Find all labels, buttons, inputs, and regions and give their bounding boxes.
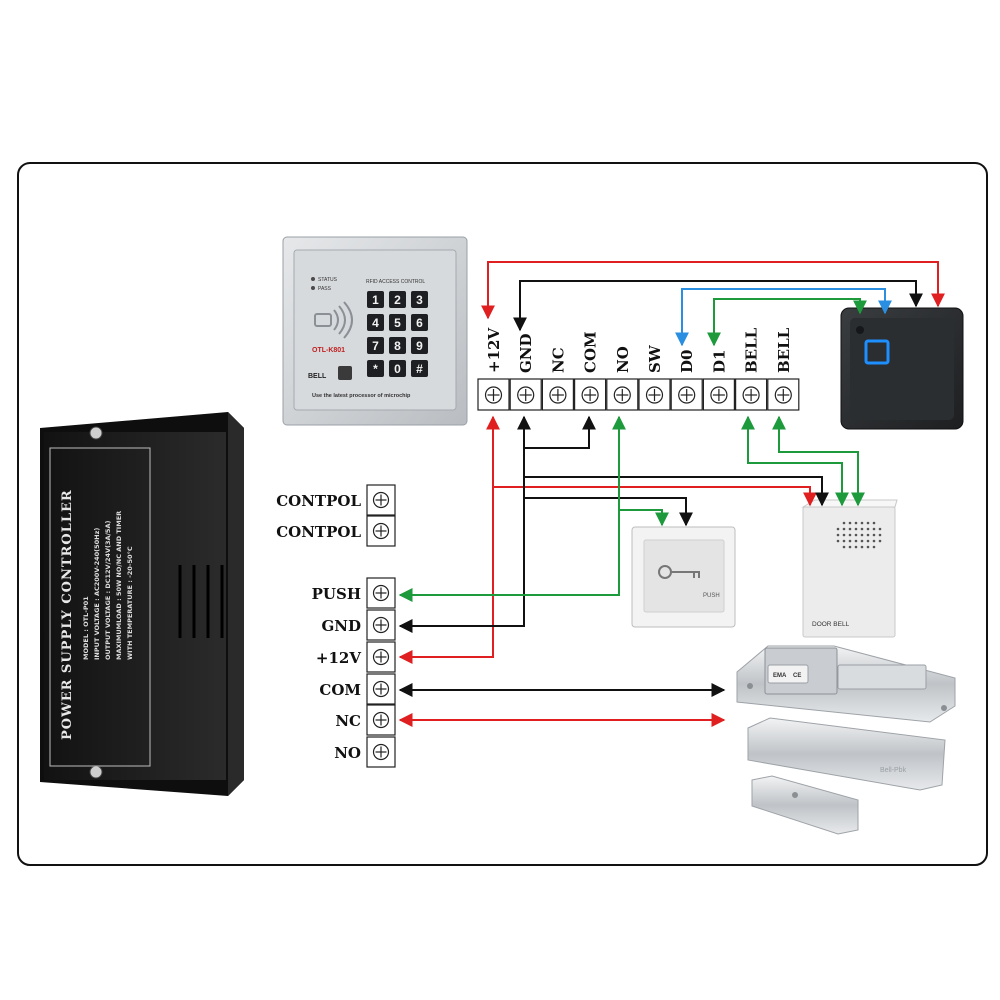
mag-lock-label: Bell-Pbk bbox=[880, 767, 907, 774]
keypad-key-label: 3 bbox=[416, 293, 423, 307]
magnetic-lock-device: Bell-Pbk bbox=[747, 717, 946, 835]
psu-terminal-block: CONTPOL CONTPOL PUSH GND +12V COM NC NO bbox=[276, 484, 396, 768]
keypad-key-label: 6 bbox=[416, 316, 423, 330]
keypad-key-label: 9 bbox=[416, 339, 423, 353]
exit-button-label: PUSH bbox=[703, 593, 720, 599]
terminal-label: NO bbox=[334, 744, 361, 762]
keypad-model: OTL-K801 bbox=[312, 347, 345, 354]
terminal-label: D1 bbox=[710, 350, 728, 373]
psu-spec-line: WITH TEMPERATURE : -20-50°C bbox=[126, 546, 134, 660]
wires bbox=[398, 261, 945, 727]
wire-reader-ground bbox=[513, 280, 923, 332]
terminal-label: CONTPOL bbox=[276, 492, 361, 510]
terminal-label: COM bbox=[582, 331, 600, 373]
keypad-key-label: * bbox=[373, 362, 378, 376]
screw-icon bbox=[747, 683, 753, 689]
terminal-label: COM bbox=[319, 681, 361, 699]
wire-reader-d1 bbox=[707, 298, 867, 347]
screw-icon bbox=[792, 792, 798, 798]
keypad-status-label: STATUS bbox=[318, 277, 338, 283]
screw-icon bbox=[89, 426, 103, 440]
keypad-key-label: 7 bbox=[372, 339, 379, 353]
keypad-key-label: 1 bbox=[372, 293, 379, 307]
keypad-device: STATUS PASS RFID ACCESS CONTROL OTL-K801… bbox=[282, 236, 468, 426]
psu-title: POWER SUPPLY CONTROLLER bbox=[60, 489, 75, 740]
terminal-label: CONTPOL bbox=[276, 523, 361, 541]
rfid-icon bbox=[314, 301, 353, 339]
keypad-key-label: 8 bbox=[394, 339, 401, 353]
keypad-footer: Use the latest processor of microchip bbox=[312, 393, 411, 399]
bolt-lock-device: EMA CE bbox=[736, 645, 956, 723]
terminal-label: NC bbox=[549, 347, 567, 373]
wire-no-to-exit bbox=[619, 509, 669, 527]
keypad-key bbox=[411, 314, 428, 331]
terminal-label: PUSH bbox=[312, 585, 361, 603]
keypad-key-label: 2 bbox=[394, 293, 401, 307]
wire-bell2-to-doorbell bbox=[772, 415, 865, 507]
terminal-label: NO bbox=[614, 346, 632, 373]
terminal-label: +12V bbox=[316, 649, 361, 667]
terminal-label: BELL bbox=[775, 327, 793, 373]
psu-spec-line: MAXIMUMLOAD : 50W NO/NC AND TIMER bbox=[115, 511, 123, 660]
terminal-label: NC bbox=[335, 712, 361, 730]
wire-reader-d0 bbox=[675, 288, 892, 347]
keypad-key bbox=[367, 291, 384, 308]
psu-spec-line: MODEL : OTL-P01 bbox=[82, 596, 90, 660]
psu-spec-line: INPUT VOLTAGE : AC200V-240(50Hz) bbox=[93, 528, 101, 660]
keypad-key-label: # bbox=[416, 362, 423, 376]
keypad-key bbox=[411, 291, 428, 308]
door-bell-label: DOOR BELL bbox=[812, 621, 850, 628]
door-bell-device: DOOR BELL bbox=[801, 499, 898, 638]
keypad-key bbox=[411, 337, 428, 354]
terminal-label: GND bbox=[517, 333, 535, 373]
keypad-key bbox=[367, 337, 384, 354]
keypad-key bbox=[389, 314, 406, 331]
keypad-key bbox=[389, 337, 406, 354]
terminal-cell bbox=[573, 378, 607, 411]
screw-icon bbox=[89, 765, 103, 779]
keypad-key-label: 0 bbox=[394, 362, 401, 376]
keypad-pass-label: PASS bbox=[318, 286, 332, 292]
exit-button-device: PUSH bbox=[631, 526, 736, 628]
terminal-label: D0 bbox=[678, 350, 696, 373]
keypad-title: RFID ACCESS CONTROL bbox=[366, 279, 425, 285]
terminal-label: BELL bbox=[743, 327, 761, 373]
terminal-label: GND bbox=[321, 617, 361, 635]
wire-keypad-no-to-push bbox=[398, 415, 626, 602]
speaker-grille bbox=[836, 521, 882, 549]
card-reader-device bbox=[840, 307, 964, 430]
keypad-key-label: 5 bbox=[394, 316, 401, 330]
bolt-lock-logo: EMA bbox=[773, 673, 787, 679]
keypad-bell-label: BELL bbox=[308, 373, 327, 380]
keypad-key bbox=[389, 360, 406, 377]
wire-reader-power bbox=[481, 261, 945, 320]
keypad-key bbox=[411, 360, 428, 377]
keypad-key bbox=[367, 314, 384, 331]
psu-vents bbox=[178, 565, 224, 638]
keypad-key bbox=[389, 291, 406, 308]
keypad-key-label: 4 bbox=[372, 316, 379, 330]
terminal-label: SW bbox=[646, 344, 664, 373]
psu-spec-line: OUTPUT VOLTAGE : DC12V/24V(3A/5A) bbox=[104, 521, 112, 660]
keypad-key bbox=[367, 360, 384, 377]
key-icon bbox=[658, 565, 700, 579]
screw-icon bbox=[941, 705, 947, 711]
terminal-label: +12V bbox=[485, 328, 503, 373]
bell-icon bbox=[338, 366, 352, 380]
ce-mark-icon: CE bbox=[793, 673, 801, 679]
